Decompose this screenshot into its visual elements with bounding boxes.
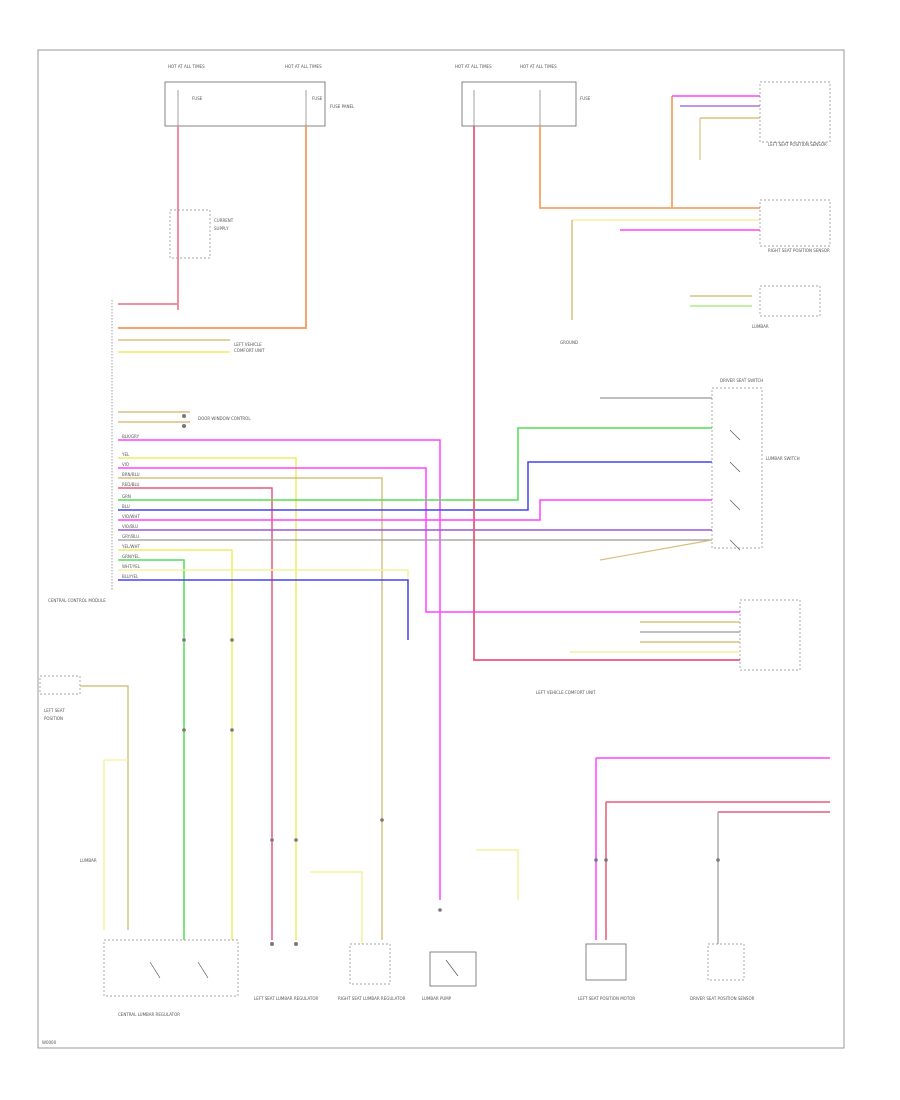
svg-text:BLU/YEL: BLU/YEL (122, 574, 139, 579)
label-driver-seat-switch: DRIVER SEAT SWITCH (720, 378, 763, 383)
label-left-seat-lumbar: LEFT SEAT LUMBAR REGULATOR (254, 996, 319, 1001)
label-lumbar-switch: LUMBAR SWITCH (766, 456, 800, 461)
svg-text:BRN/BLU: BRN/BLU (122, 472, 140, 477)
svg-text:POSITION: POSITION (44, 716, 63, 721)
driver-seat-switch: DRIVER SEAT SWITCH LUMBAR SWITCH (711, 378, 800, 551)
svg-text:COMFORT UNIT: COMFORT UNIT (234, 348, 265, 353)
svg-text:VIO/WHT: VIO/WHT (122, 514, 140, 519)
svg-text:RED/BLU: RED/BLU (122, 482, 140, 487)
svg-text:FUSE: FUSE (312, 96, 323, 101)
label-central-lumbar: CENTRAL LUMBAR REGULATOR (118, 1012, 180, 1017)
diagram-frame (37, 49, 845, 1049)
svg-text:BLK/GRY: BLK/GRY (122, 434, 140, 439)
svg-text:BLU: BLU (122, 504, 130, 509)
driver-seat-position-sensor: DRIVER SEAT POSITION SENSOR (690, 943, 755, 1001)
connector-dots (182, 414, 720, 912)
label-right-seat-lumbar: RIGHT SEAT LUMBAR REGULATOR (338, 996, 406, 1001)
left-seat-position-motor: LEFT SEAT POSITION MOTOR (578, 943, 635, 1001)
central-lumbar-regulator: CENTRAL LUMBAR REGULATOR (103, 939, 239, 1017)
svg-text:GRN/YEL: GRN/YEL (122, 554, 140, 559)
left-vehicle-comfort-unit-right: LEFT VEHICLE COMFORT UNIT (536, 599, 801, 695)
central-control-module: CENTRAL CONTROL MODULE (48, 300, 113, 603)
svg-text:HOT AT ALL TIMES: HOT AT ALL TIMES (520, 64, 557, 69)
svg-text:FUSE: FUSE (580, 96, 591, 101)
svg-text:HOT AT ALL TIMES: HOT AT ALL TIMES (455, 64, 492, 69)
svg-text:FUSE: FUSE (192, 96, 203, 101)
label-hot-2: HOT AT ALL TIMES (285, 64, 322, 69)
label-driver-seat-sensor: DRIVER SEAT POSITION SENSOR (690, 996, 755, 1001)
fuse-box-left: HOT AT ALL TIMES HOT AT ALL TIMES FUSE F… (164, 64, 355, 127)
label-door-window: DOOR WINDOW CONTROL (198, 416, 251, 421)
svg-text:GRN: GRN (122, 494, 131, 499)
bus-wire-labels: BLK/GRY YEL VIO BRN/BLU RED/BLU GRN BLU … (121, 434, 141, 579)
label-central-control-module: CENTRAL CONTROL MODULE (48, 598, 106, 603)
lumbar-pump: LUMBAR PUMP (422, 951, 477, 1001)
left-seat-lumbar-regulator: LEFT SEAT LUMBAR REGULATOR (254, 942, 319, 1001)
footer-label: W0000 (42, 1040, 57, 1045)
svg-text:VIO/BLU: VIO/BLU (122, 524, 138, 529)
svg-text:LEFT VEHICLE: LEFT VEHICLE (234, 342, 262, 347)
svg-text:GRY/BLU: GRY/BLU (122, 534, 139, 539)
svg-text:SUPPLY: SUPPLY (214, 226, 229, 231)
svg-text:YEL/WHT: YEL/WHT (121, 544, 141, 549)
svg-text:WHT/YEL: WHT/YEL (122, 564, 141, 569)
label-right-seat-position: RIGHT SEAT POSITION SENSOR (768, 248, 830, 253)
label-fuse-panel: FUSE PANEL (330, 104, 355, 109)
svg-text:LEFT SEAT: LEFT SEAT (44, 708, 65, 713)
svg-text:LUMBAR: LUMBAR (752, 324, 769, 329)
label-lumbar-pump: LUMBAR PUMP (422, 996, 452, 1001)
fuse-box-right: HOT AT ALL TIMES HOT AT ALL TIMES FUSE (455, 64, 591, 127)
svg-text:GROUND: GROUND (560, 340, 578, 345)
svg-text:VIO: VIO (122, 462, 129, 467)
label-hot-1: HOT AT ALL TIMES (168, 64, 205, 69)
right-seat-lumbar-regulator: RIGHT SEAT LUMBAR REGULATOR (338, 943, 406, 1001)
svg-text:CURRENT: CURRENT (214, 218, 234, 223)
label-left-vehicle-comfort-2: LEFT VEHICLE COMFORT UNIT (536, 690, 596, 695)
label-left-seat-position: LEFT SEAT POSITION SENSOR (768, 142, 827, 147)
svg-text:YEL: YEL (121, 452, 130, 457)
label-left-seat-motor: LEFT SEAT POSITION MOTOR (578, 996, 635, 1001)
svg-text:LUMBAR: LUMBAR (80, 858, 97, 863)
